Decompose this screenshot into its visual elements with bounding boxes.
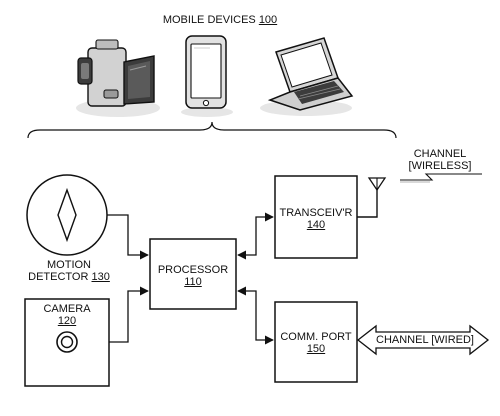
processor-ref: 110 [184, 276, 202, 288]
transceiver-label: TRANSCEIV'R 140 [275, 207, 357, 231]
wireless-channel-signal [400, 173, 482, 181]
camera-label-text: CAMERA [43, 303, 91, 315]
motion-detector-line2: DETECTOR [28, 271, 89, 283]
transceiver-ref: 140 [306, 219, 326, 231]
motion-to-processor-connector [107, 214, 149, 260]
camera-block [24, 298, 110, 387]
motion-detector-line1: MOTION [47, 259, 91, 271]
motion-detector-label: MOTION DETECTOR 130 [14, 259, 124, 283]
motion-detector-ref: 130 [91, 271, 110, 283]
processor-label-text: PROCESSOR [157, 264, 229, 276]
channel-wireless-line1: CHANNEL [413, 148, 467, 160]
transceiver-block [274, 175, 358, 259]
processor-commport-connector [237, 286, 274, 345]
wired-channel-arrow [356, 324, 490, 356]
processor-block [149, 238, 237, 310]
mobile-devices-ref: 100 [258, 14, 278, 26]
processor-transceiver-connector [237, 212, 274, 260]
camera-ref: 120 [57, 315, 77, 327]
device-group-brace [27, 121, 397, 139]
processor-label: PROCESSOR 110 [150, 264, 236, 288]
mobile-devices-label: MOBILE DEVICES [162, 14, 256, 26]
motion-detector-block [26, 174, 108, 256]
laptop-icon [260, 37, 354, 116]
comm-port-ref: 150 [306, 343, 326, 355]
channel-wired-text: CHANNEL [WIRED] [376, 334, 474, 346]
channel-wireless-label: CHANNEL [WIRELESS] [394, 148, 486, 172]
camera-label: CAMERA 120 [25, 303, 109, 327]
comm-port-label-text: COMM. PORT [280, 331, 352, 343]
mobile-devices-title: MOBILE DEVICES 100 [140, 14, 300, 26]
camera-to-processor-connector [109, 286, 149, 343]
channel-wired-label: CHANNEL [WIRED] [376, 334, 474, 346]
channel-wireless-line2: [WIRELESS] [408, 160, 472, 172]
transceiver-label-text: TRANSCEIV'R [279, 207, 353, 219]
comm-port-block [274, 301, 358, 383]
comm-port-label: COMM. PORT 150 [275, 331, 357, 355]
antenna-icon [357, 177, 387, 218]
camcorder-icon [76, 39, 160, 117]
tablet-icon [181, 35, 233, 117]
